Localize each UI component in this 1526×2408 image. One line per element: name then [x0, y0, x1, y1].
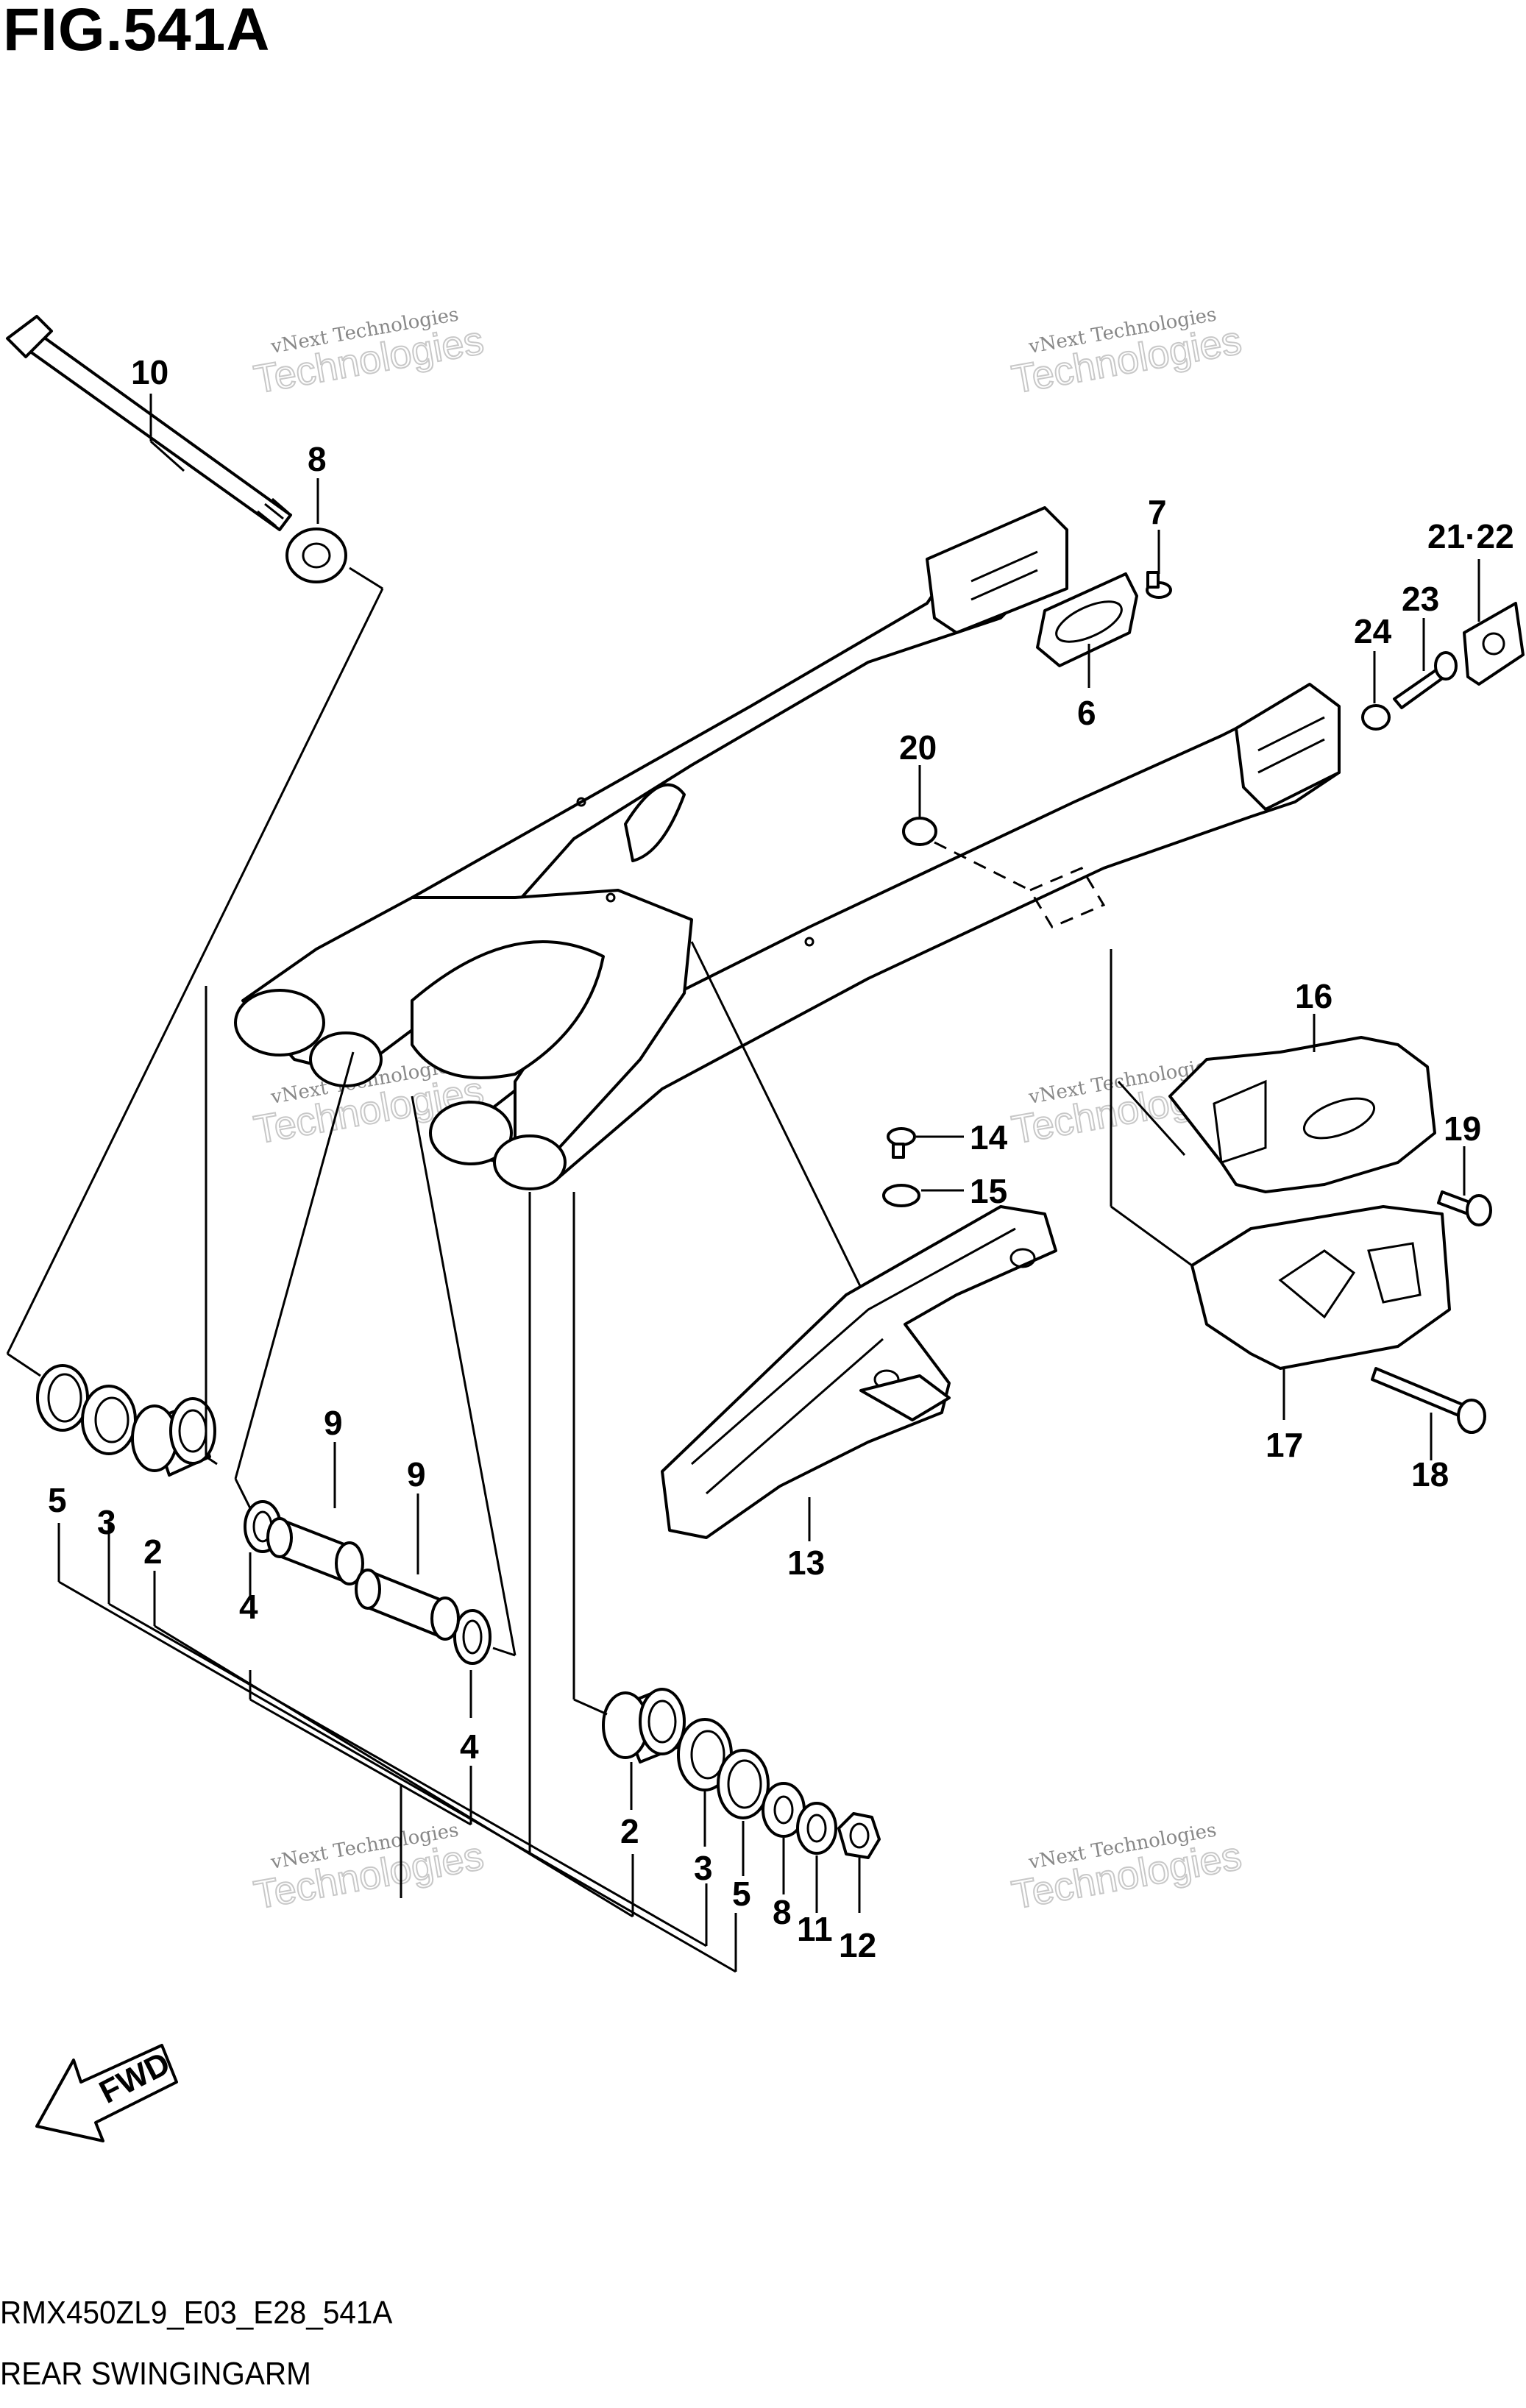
- callout-15: 15: [970, 1172, 1007, 1210]
- watermark-group: Technologies vNext Technologies Technolo…: [250, 303, 1246, 1918]
- figure-name: REAR SWINGINGARM: [0, 2356, 311, 2392]
- callout-14: 14: [970, 1118, 1008, 1157]
- callout-8-top: 8: [308, 440, 327, 478]
- callout-2-right: 2: [620, 1812, 639, 1850]
- callout-18: 18: [1411, 1455, 1449, 1494]
- callout-9-a: 9: [324, 1404, 343, 1442]
- part-14-screw: [887, 1127, 916, 1159]
- callout-12: 12: [839, 1926, 876, 1964]
- part-13-chain-slider: [661, 1205, 1057, 1539]
- callout-24: 24: [1354, 612, 1392, 650]
- part-23-bolt: [1393, 651, 1458, 709]
- part-21-22-block: [1463, 602, 1525, 686]
- callout-7: 7: [1148, 493, 1167, 531]
- part-2-bearing-right: [602, 1688, 686, 1764]
- leader-lines: [6, 394, 1480, 1973]
- callout-8-bottom: 8: [773, 1893, 792, 1931]
- callout-19: 19: [1444, 1109, 1481, 1148]
- callout-10: 10: [131, 353, 168, 391]
- part-6-plate: [1036, 572, 1138, 667]
- watermark-2: Technologies vNext Technologies: [1008, 303, 1246, 402]
- watermark-6: Technologies vNext Technologies: [1008, 1819, 1246, 1918]
- part-9-spacer-b: [355, 1569, 460, 1641]
- callout-3-right: 3: [694, 1849, 713, 1887]
- callout-21-22: 21·22: [1427, 517, 1514, 555]
- part-20-cap: [902, 817, 937, 846]
- callout-5-right: 5: [732, 1875, 751, 1913]
- part-12-nut: [837, 1812, 881, 1859]
- part-8-washer-top: [285, 528, 347, 583]
- part-9-spacer-a: [266, 1517, 364, 1585]
- callout-4-b: 4: [460, 1727, 479, 1766]
- callout-23: 23: [1402, 580, 1439, 618]
- part-24-washer: [1361, 704, 1391, 731]
- fwd-arrow-icon: FWD: [35, 2044, 178, 2142]
- callout-13: 13: [787, 1544, 825, 1582]
- part-17-chain-guide: [1190, 1205, 1451, 1370]
- callout-2-left: 2: [143, 1532, 163, 1571]
- callout-16: 16: [1295, 977, 1332, 1015]
- part-5-seal-left: [36, 1364, 89, 1432]
- part-11-washer: [796, 1802, 837, 1855]
- callout-5-left: 5: [48, 1481, 67, 1519]
- callout-3-left: 3: [97, 1503, 116, 1541]
- callout-20: 20: [899, 728, 937, 767]
- figure-title: FIG.541A: [3, 0, 271, 63]
- callout-11: 11: [797, 1910, 833, 1948]
- figure-code: RMX450ZL9_E03_E28_541A: [0, 2295, 393, 2331]
- callout-labels: 10 8 7 21·22 23 24 6 20 16 14 15 19 17 1…: [48, 353, 1514, 1964]
- part-10-axle: [6, 315, 292, 531]
- callout-6: 6: [1077, 694, 1096, 732]
- part-3-bearing-left: [81, 1385, 137, 1455]
- part-7-screw: [1146, 571, 1172, 599]
- swingarm: [234, 506, 1341, 1190]
- watermark-5: Technologies vNext Technologies: [250, 1819, 488, 1918]
- callout-17: 17: [1266, 1426, 1303, 1464]
- part-18-bolt: [1371, 1367, 1486, 1434]
- callout-4-a: 4: [239, 1588, 258, 1626]
- part-2-bearing-left: [131, 1397, 216, 1477]
- callout-9-b: 9: [407, 1455, 426, 1494]
- part-16-chain-guide: [1168, 1036, 1436, 1193]
- part-15-washer: [882, 1184, 920, 1207]
- part-5-seal-right: [717, 1749, 770, 1819]
- watermark-1: Technologies vNext Technologies: [250, 303, 488, 402]
- part-19-bolt: [1437, 1190, 1492, 1226]
- part-4-washer-b: [453, 1609, 491, 1665]
